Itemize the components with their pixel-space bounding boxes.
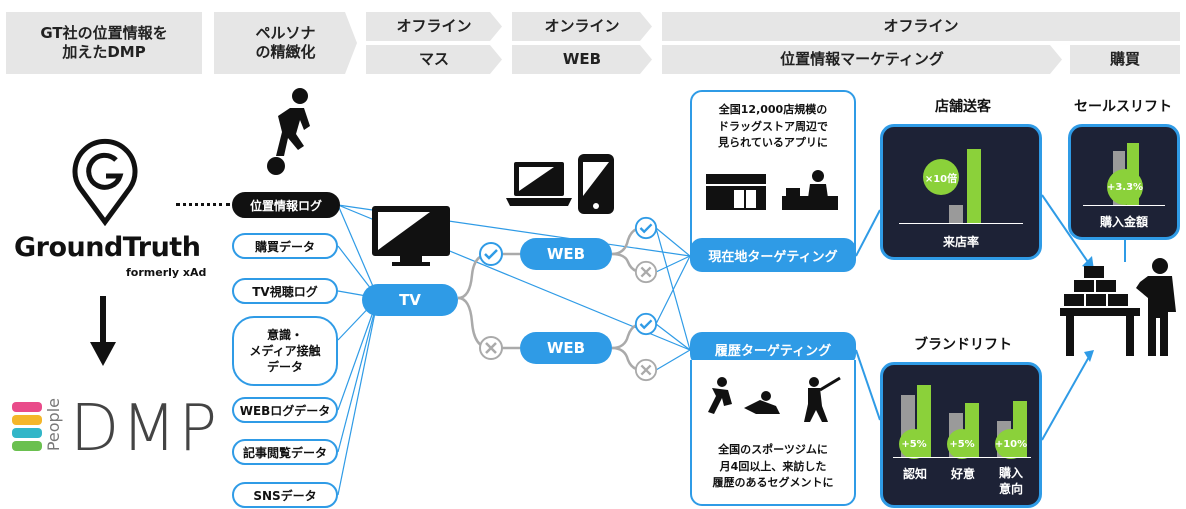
laptop-icon	[506, 162, 572, 206]
sports-icons	[708, 376, 841, 422]
tv-icon	[372, 206, 450, 266]
sales-lift-axis	[1083, 205, 1165, 206]
brand-lift-axis	[893, 457, 1031, 458]
store-visit-box: ×10倍 来店率	[880, 124, 1042, 260]
store-visit-axis	[899, 223, 1023, 224]
source-article: 記事閲覧データ	[232, 439, 338, 465]
current-location-desc: 全国12,000店規模の ドラッグストア周辺で 見られているアプリに	[718, 103, 828, 149]
header-mass: マス	[366, 45, 502, 74]
groundtruth-logo-text: GroundTruth	[14, 232, 201, 263]
header-web: WEB	[512, 45, 652, 74]
web-channel-bottom: WEB	[520, 332, 612, 364]
store-visit-title: 店舗送客	[935, 99, 991, 115]
history-desc: 全国のスポーツジムに 月4回以上、来訪した 履歴のあるセグメントに	[712, 443, 834, 489]
sales-lift-box: +3.3% 購入金額	[1068, 124, 1180, 240]
brand-lift-label: 好意	[950, 467, 975, 481]
web-channel-top: WEB	[520, 238, 612, 270]
brand-lift-badge: +5%	[899, 429, 929, 459]
shopper-checkout-icon	[1060, 258, 1176, 356]
brand-lift-box: +5% +5% +10% 認知 好意 購入 意向	[880, 362, 1042, 508]
header-location-marketing: 位置情報マーケティング	[662, 45, 1062, 74]
brand-lift-label: 認知	[902, 467, 927, 481]
source-awareness: 意識・ メディア接触 データ	[232, 316, 338, 386]
check-icon	[479, 242, 503, 266]
dmp-logo-text: DMP	[70, 392, 220, 466]
soccer-player-icon	[267, 88, 310, 175]
people-dmp-logo-icon	[12, 402, 42, 451]
sales-lift-title: セールスリフト	[1074, 99, 1172, 115]
store-visit-label: 来店率	[942, 235, 979, 249]
sales-lift-label: 購入金額	[1099, 215, 1148, 229]
header-purchase: 購買	[1070, 45, 1180, 74]
history-box: 全国のスポーツジムに 月4回以上、来訪した 履歴のあるセグメントに	[690, 360, 856, 506]
sales-lift-badge: +3.3%	[1107, 169, 1143, 205]
tv-channel: TV	[362, 284, 458, 316]
arrow-down-icon	[90, 296, 116, 366]
check-icon	[634, 216, 658, 240]
store-visit-bar-green	[967, 149, 981, 223]
source-purchase: 購買データ	[232, 233, 338, 259]
cross-icon	[479, 336, 503, 360]
source-web-log: WEBログデータ	[232, 397, 338, 423]
header-online: オンライン	[512, 12, 652, 41]
header-offline-mass-top: オフライン	[366, 12, 502, 41]
cross-icon	[634, 358, 658, 382]
current-location-targeting: 現在地ターゲティング	[690, 238, 856, 272]
cross-icon	[634, 260, 658, 284]
brand-lift-badge: +5%	[947, 429, 977, 459]
brand-lift-label: 購入 意向	[998, 466, 1023, 497]
store-visit-badge: ×10倍	[923, 159, 959, 195]
brand-lift-title: ブランドリフト	[914, 337, 1012, 353]
groundtruth-formerly: formerly xAd	[126, 266, 207, 279]
source-location-log: 位置情報ログ	[232, 192, 340, 218]
header-offline-wide: オフライン	[662, 12, 1180, 41]
source-tv-log: TV視聴ログ	[232, 278, 338, 304]
cashier-icon	[782, 170, 838, 210]
header-persona: ペルソナ の精緻化	[214, 12, 357, 74]
source-sns: SNSデータ	[232, 482, 338, 508]
check-icon	[634, 312, 658, 336]
header-dmp: GT社の位置情報を 加えたDMP	[6, 12, 202, 74]
store-visit-bar-gray	[949, 205, 963, 223]
smartphone-icon	[578, 154, 614, 214]
store-icon	[706, 174, 766, 210]
brand-lift-badge: +10%	[995, 429, 1027, 459]
dotted-connector	[176, 203, 230, 206]
groundtruth-pin-icon	[72, 138, 138, 226]
